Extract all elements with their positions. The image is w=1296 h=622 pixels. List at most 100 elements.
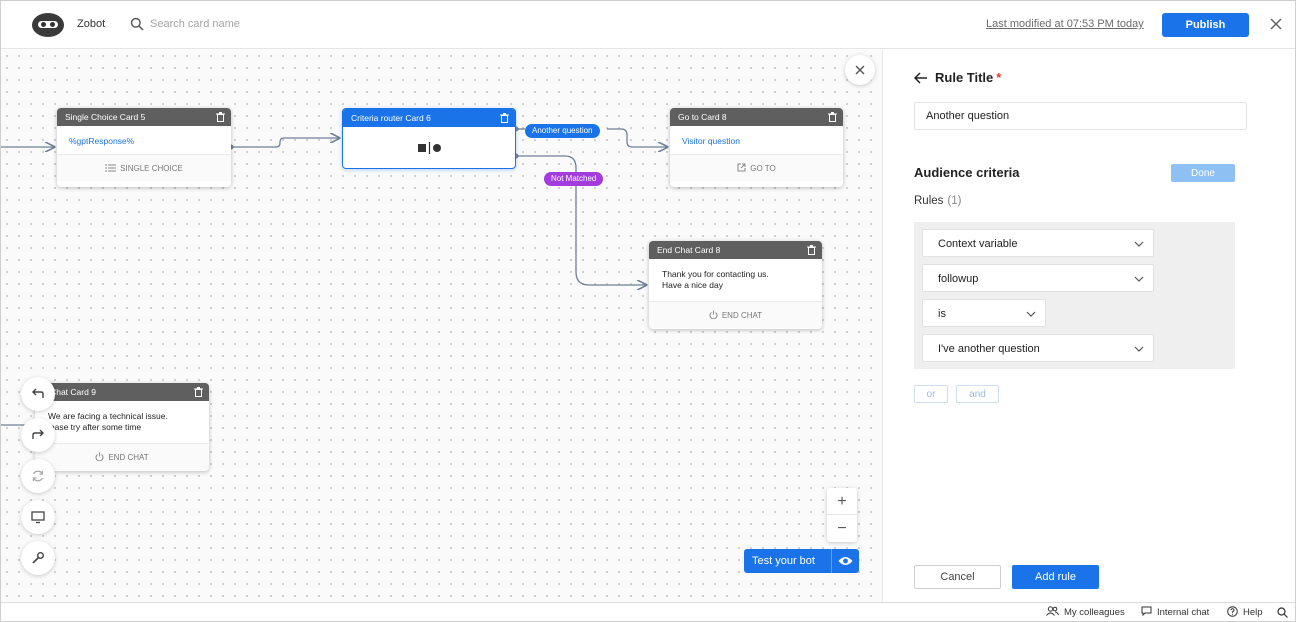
my-colleagues-button[interactable]: My colleagues <box>1046 606 1125 618</box>
rules-label: Rules(1) <box>914 195 961 207</box>
message-line: Thank you for contacting us. <box>662 269 769 279</box>
cancel-button[interactable]: Cancel <box>914 565 1001 589</box>
card-type-label: SINGLE CHOICE <box>120 164 183 173</box>
undo-icon <box>32 388 44 398</box>
preview-toggle[interactable] <box>831 549 859 573</box>
last-modified-link[interactable]: Last modified at 07:53 PM today <box>986 18 1144 30</box>
rules-text: Rules <box>914 195 944 207</box>
trash-icon[interactable] <box>216 112 225 122</box>
monitor-icon <box>31 511 45 524</box>
or-button[interactable]: or <box>914 385 948 403</box>
back-arrow-icon[interactable] <box>914 72 928 84</box>
internal-chat-label: Internal chat <box>1157 607 1210 618</box>
card-type-footer: GO TO <box>670 154 843 181</box>
connector-single-to-router <box>231 138 339 148</box>
criteria-router-card[interactable]: Criteria router Card 6 <box>342 108 516 169</box>
card-title: End Chat Card 8 <box>657 245 721 255</box>
search-icon[interactable] <box>1277 607 1288 618</box>
connector-label-another-question: Another question <box>525 124 600 138</box>
tools-button[interactable] <box>21 541 55 575</box>
message-line: Have a nice day <box>662 280 723 290</box>
and-button[interactable]: and <box>956 385 999 403</box>
select-value: Context variable <box>938 238 1018 250</box>
single-choice-card[interactable]: Single Choice Card 5 %gptResponse% SINGL… <box>57 108 231 187</box>
zoom-out-button[interactable]: − <box>837 520 847 537</box>
add-rule-button[interactable]: Add rule <box>1012 565 1099 589</box>
undo-button[interactable] <box>21 377 55 411</box>
rule-group: Context variable followup is I've anothe… <box>914 222 1235 369</box>
card-header: Criteria router Card 6 <box>343 109 515 127</box>
flow-canvas[interactable]: Single Choice Card 5 %gptResponse% SINGL… <box>1 50 882 602</box>
chevron-down-icon <box>1134 346 1144 352</box>
select-value: I've another question <box>938 343 1040 355</box>
card-type-label: END CHAT <box>108 453 149 462</box>
canvas-close-button[interactable] <box>845 55 875 85</box>
search-card-input[interactable] <box>150 14 330 34</box>
list-icon <box>105 164 117 172</box>
header-bar: Zobot Last modified at 07:53 PM today Pu… <box>1 1 1295 49</box>
message-line: We are facing a technical issue. <box>48 411 168 421</box>
end-chat-card-9[interactable]: d Chat Card 9 We are facing a technical … <box>35 383 209 471</box>
variable-type-select[interactable]: Context variable <box>922 229 1154 257</box>
variable-name-select[interactable]: followup <box>922 264 1154 292</box>
card-message: We are facing a technical issue. lease t… <box>35 401 209 443</box>
rule-editor-panel: Rule Title* Audience criteria Done Rules… <box>882 50 1295 602</box>
zoom-in-button[interactable]: + <box>827 488 857 515</box>
trash-icon[interactable] <box>500 113 509 123</box>
preview-screen-button[interactable] <box>21 500 55 534</box>
trash-icon[interactable] <box>807 245 816 255</box>
footer-bar: My colleagues Internal chat Help <box>1 602 1295 621</box>
close-icon[interactable] <box>1269 17 1283 31</box>
power-icon <box>95 452 104 462</box>
trash-icon[interactable] <box>194 387 203 397</box>
trash-icon[interactable] <box>828 112 837 122</box>
done-button[interactable]: Done <box>1171 164 1235 182</box>
operator-select[interactable]: is <box>922 299 1046 327</box>
card-type-label: GO TO <box>750 164 776 173</box>
power-icon <box>709 310 718 320</box>
refresh-button[interactable] <box>21 459 55 493</box>
internal-chat-button[interactable]: Internal chat <box>1141 606 1210 618</box>
redo-icon <box>32 429 44 439</box>
card-message: Thank you for contacting us. Have a nice… <box>649 259 822 301</box>
card-type-label: END CHAT <box>721 311 763 320</box>
search-icon <box>130 17 144 31</box>
my-colleagues-label: My colleagues <box>1064 607 1125 618</box>
card-header: Single Choice Card 5 <box>57 108 231 126</box>
go-to-card[interactable]: Go to Card 8 Visitor question GO TO <box>670 108 843 187</box>
select-value: is <box>938 308 946 320</box>
card-title: Single Choice Card 5 <box>65 112 146 122</box>
card-title: Criteria router Card 6 <box>351 113 431 123</box>
end-chat-card-8[interactable]: End Chat Card 8 Thank you for contacting… <box>649 241 822 329</box>
eye-icon <box>838 557 853 565</box>
rule-title-input[interactable] <box>914 102 1247 130</box>
close-icon <box>855 65 865 75</box>
router-icon <box>418 142 441 154</box>
card-type-footer: SINGLE CHOICE <box>57 154 231 181</box>
connector-notmatched-to-endchat <box>517 155 646 285</box>
required-marker: * <box>996 70 1002 85</box>
chevron-down-icon <box>1134 241 1144 247</box>
test-bot-label: Test your bot <box>752 555 815 567</box>
card-title: d Chat Card 9 <box>43 387 96 397</box>
chevron-down-icon <box>1026 311 1036 317</box>
zoom-controls: + − <box>827 488 857 542</box>
publish-button[interactable]: Publish <box>1162 13 1249 37</box>
test-your-bot-button[interactable]: Test your bot <box>744 549 859 573</box>
chat-icon <box>1141 606 1152 617</box>
redo-button[interactable] <box>21 418 55 452</box>
help-icon <box>1227 606 1238 617</box>
card-header: End Chat Card 8 <box>649 241 822 259</box>
app-title: Zobot <box>77 18 106 30</box>
card-body: %gptResponse% <box>69 136 135 146</box>
rule-title-text: Rule Title <box>935 70 994 85</box>
wrench-icon <box>32 552 44 564</box>
value-select[interactable]: I've another question <box>922 334 1154 362</box>
help-label: Help <box>1243 607 1263 619</box>
help-button[interactable]: Help <box>1227 606 1263 619</box>
card-body: Visitor question <box>682 136 740 146</box>
card-header: Go to Card 8 <box>670 108 843 126</box>
message-line: lease try after some time <box>48 422 142 432</box>
card-header: d Chat Card 9 <box>35 383 209 401</box>
